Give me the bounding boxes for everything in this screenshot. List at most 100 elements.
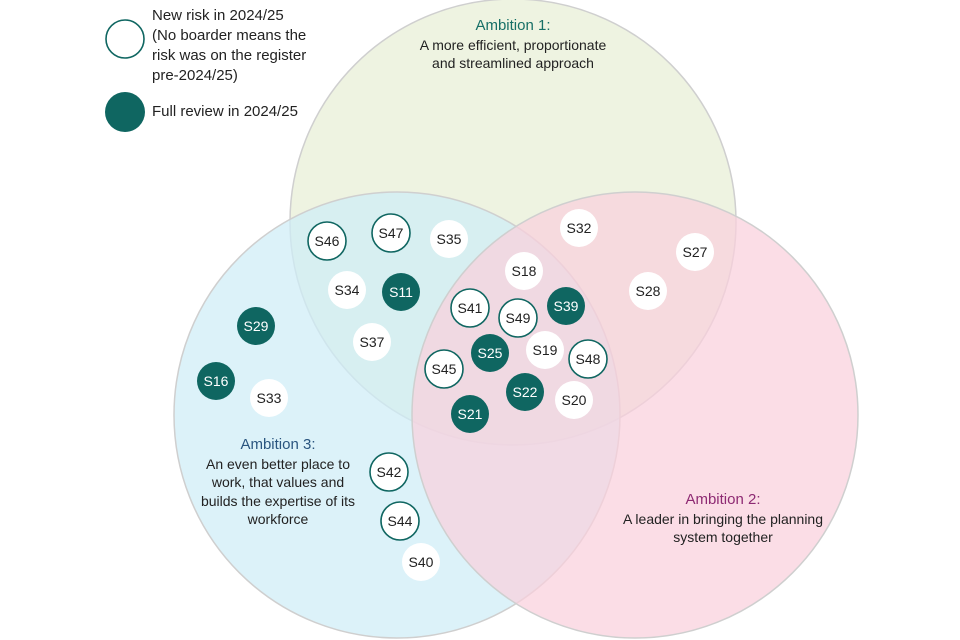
risk-circle (402, 543, 440, 581)
risk-label: S47 (379, 225, 404, 241)
risk-marker-s49: S49 (498, 298, 538, 338)
risk-marker-s44: S44 (380, 501, 420, 541)
ambition-3-description: workforce (247, 511, 309, 527)
risk-marker-s25: S25 (471, 334, 509, 372)
risk-label: S34 (335, 282, 360, 298)
ambition-1-description: and streamlined approach (432, 55, 594, 71)
risk-circle (555, 381, 593, 419)
risk-circle (380, 501, 420, 541)
risk-marker-s19: S19 (526, 331, 564, 369)
ambition-2-label: Ambition 2: A leader in bringing the pla… (593, 491, 853, 547)
legend-line: pre-2024/25) (152, 67, 238, 84)
risk-circle (450, 288, 490, 328)
risk-circle (498, 298, 538, 338)
risk-label: S37 (360, 334, 385, 350)
risk-circle (237, 307, 275, 345)
risk-marker-s18: S18 (505, 252, 543, 290)
risk-marker-s34: S34 (328, 271, 366, 309)
ambition-3-title: Ambition 3: (240, 436, 316, 453)
risk-marker-s37: S37 (353, 323, 391, 361)
risk-circle (568, 339, 608, 379)
legend-new-risk-marker (105, 19, 145, 59)
legend-line: New risk in 2024/25 (152, 7, 284, 24)
risk-marker-s20: S20 (555, 381, 593, 419)
risk-label: S35 (437, 231, 462, 247)
risk-label: S39 (554, 298, 579, 314)
risk-circle (451, 395, 489, 433)
risk-marker-s28: S28 (629, 272, 667, 310)
risk-circle (505, 252, 543, 290)
risk-marker-s46: S46 (307, 221, 347, 261)
legend-full-review-label: Full review in 2024/25 (152, 102, 298, 122)
risk-label: S20 (562, 392, 587, 408)
ambition-2-description: A leader in bringing the planning (622, 510, 824, 527)
risk-circle (369, 452, 409, 492)
risk-marker-s40: S40 (402, 543, 440, 581)
risk-label: S49 (506, 310, 531, 326)
risk-label: S32 (567, 220, 592, 236)
risk-marker-s16: S16 (197, 362, 235, 400)
ambition-1-label: Ambition 1: A more efficient, proportion… (383, 17, 643, 73)
risk-label: S45 (432, 361, 457, 377)
risk-label: S44 (388, 513, 413, 529)
risk-circle (250, 379, 288, 417)
risk-label: S41 (458, 300, 483, 316)
risk-label: S42 (377, 464, 402, 480)
legend-full-review-marker (105, 92, 145, 132)
risk-circle (629, 272, 667, 310)
legend-line: (No boarder means the (152, 27, 307, 44)
risk-circle (547, 287, 585, 325)
risk-circle (526, 331, 564, 369)
ambition-3-description: An even better place to (206, 455, 350, 472)
risk-marker-s27: S27 (676, 233, 714, 271)
risk-label: S16 (204, 373, 229, 389)
risk-label: S48 (576, 351, 601, 367)
risk-label: S11 (389, 284, 413, 300)
risk-circle (197, 362, 235, 400)
risk-label: S21 (458, 406, 483, 422)
risk-marker-s11: S11 (382, 273, 420, 311)
legend-line: risk was on the register (152, 47, 307, 64)
ambition-2-description: system together (673, 529, 773, 545)
legend-new-risk-label: New risk in 2024/25 (No boarder means th… (152, 6, 306, 86)
legend-line: Full review in 2024/25 (152, 103, 298, 120)
ambition-3-description: work, that values and (211, 474, 345, 490)
risk-circle (506, 373, 544, 411)
ambition-3-description: builds the expertise of its (200, 492, 356, 509)
risk-circle (424, 349, 464, 389)
risk-marker-s41: S41 (450, 288, 490, 328)
risk-label: S22 (513, 384, 538, 400)
risk-circle (430, 220, 468, 258)
risk-circle (471, 334, 509, 372)
risk-label: S40 (409, 554, 434, 570)
risk-circle (382, 273, 420, 311)
risk-marker-s35: S35 (430, 220, 468, 258)
risk-marker-s39: S39 (547, 287, 585, 325)
risk-marker-s21: S21 (451, 395, 489, 433)
risk-marker-s47: S47 (371, 213, 411, 253)
risk-marker-s29: S29 (237, 307, 275, 345)
risk-circle (307, 221, 347, 261)
risk-circle (676, 233, 714, 271)
risk-label: S46 (315, 233, 340, 249)
risk-label: S29 (244, 318, 269, 334)
risk-circle (560, 209, 598, 247)
ambition-2-title: Ambition 2: (685, 491, 761, 508)
risk-label: S33 (257, 390, 282, 406)
ambition-1-description: A more efficient, proportionate (419, 36, 607, 53)
risk-marker-s22: S22 (506, 373, 544, 411)
risk-label: S25 (478, 345, 503, 361)
risk-marker-s42: S42 (369, 452, 409, 492)
risk-label: S18 (512, 263, 537, 279)
legend (105, 19, 145, 132)
risk-label: S27 (683, 244, 708, 260)
risk-label: S19 (533, 342, 558, 358)
risk-circle (328, 271, 366, 309)
ambition-3-label: Ambition 3: An even better place to work… (168, 436, 388, 529)
ambition-1-title: Ambition 1: (475, 17, 551, 34)
risk-marker-s33: S33 (250, 379, 288, 417)
risk-marker-s32: S32 (560, 209, 598, 247)
risk-marker-s48: S48 (568, 339, 608, 379)
risk-circle (353, 323, 391, 361)
